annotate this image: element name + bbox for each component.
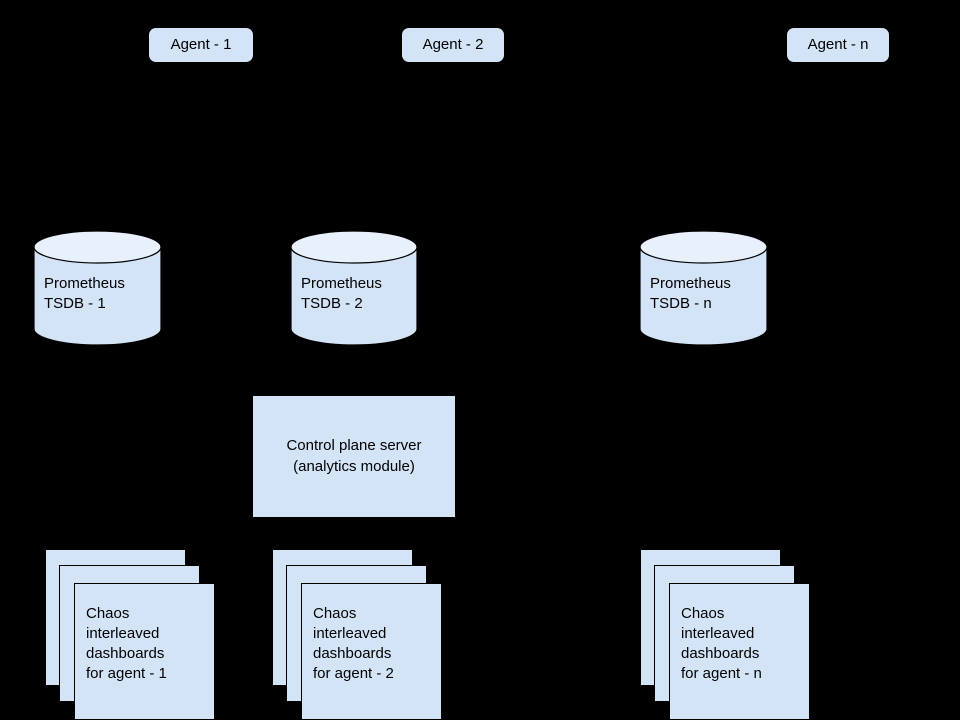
control-plane-server-label: Control plane server (analytics module) [286,437,422,475]
dashboard-stack-agent-1[interactable]: Chaos interleaved dashboards for agent -… [45,549,225,720]
database-node-prometheus-tsdb-1[interactable]: Prometheus TSDB - 1 [33,230,162,346]
database-node-prometheus-tsdb-n-label: Prometheus TSDB - n [650,275,731,312]
dashboard-card-front [301,583,442,720]
database-node-prometheus-tsdb-2-label: Prometheus TSDB - 2 [301,275,382,312]
control-plane-server-node[interactable]: Control plane server (analytics module) [253,396,455,517]
agent-node-1-label: Agent - 1 [170,35,232,53]
cylinder-icon [33,230,162,346]
dashboard-card-front [74,583,215,720]
dashboard-stack-agent-1-label: Chaos interleaved dashboards for agent -… [86,605,167,683]
cylinder-icon [639,230,768,346]
agent-node-2-label: Agent - 2 [422,35,484,53]
agent-node-2[interactable]: Agent - 2 [402,28,504,62]
database-node-prometheus-tsdb-1-label: Prometheus TSDB - 1 [44,275,125,312]
cylinder-icon [290,230,418,346]
agent-node-n-label: Agent - n [807,35,869,53]
dashboard-card-front [669,583,810,720]
dashboard-stack-agent-2-label: Chaos interleaved dashboards for agent -… [313,605,394,683]
dashboard-stack-agent-n-label: Chaos interleaved dashboards for agent -… [681,605,762,683]
dashboard-stack-agent-n[interactable]: Chaos interleaved dashboards for agent -… [640,549,820,720]
dashboard-stack-agent-2[interactable]: Chaos interleaved dashboards for agent -… [272,549,452,720]
edge-tsdb1-to-control-plane [96,347,355,394]
agent-node-n[interactable]: Agent - n [787,28,889,62]
database-node-prometheus-tsdb-n[interactable]: Prometheus TSDB - n [639,230,768,346]
database-node-prometheus-tsdb-2[interactable]: Prometheus TSDB - 2 [290,230,418,346]
edge-tsdbn-to-control-plane [353,347,704,394]
agent-node-1[interactable]: Agent - 1 [149,28,253,62]
